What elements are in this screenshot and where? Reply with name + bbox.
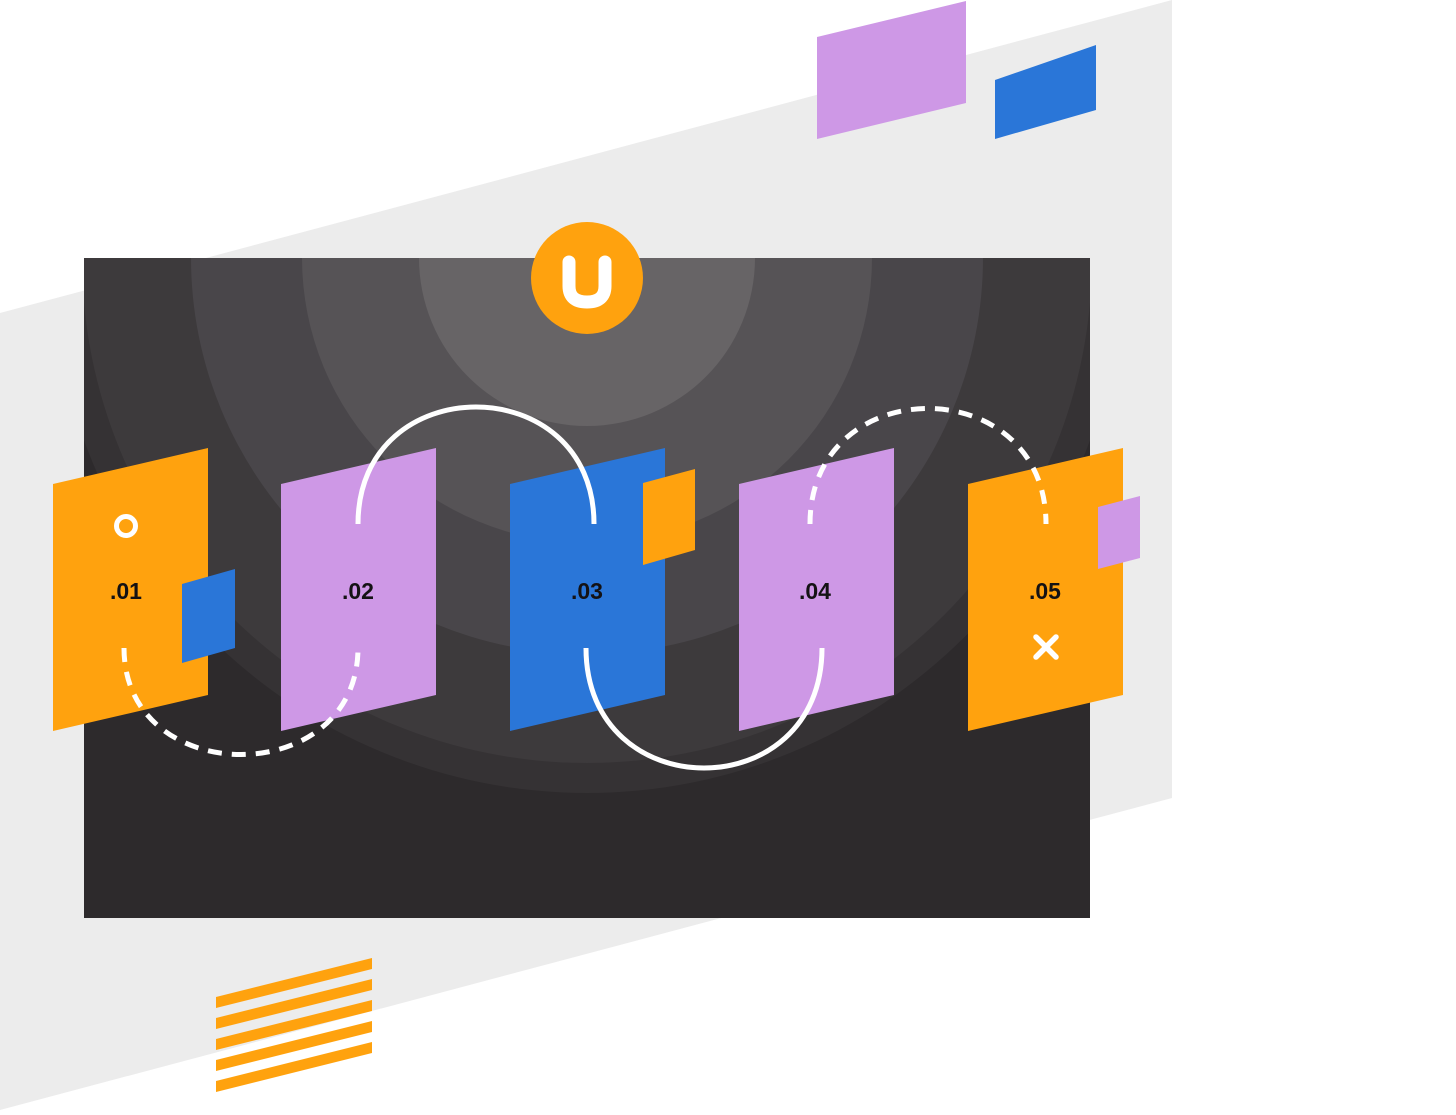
close-icon <box>1033 634 1059 660</box>
logo-badge: u <box>531 222 643 334</box>
accent-lavender-block <box>1098 496 1140 569</box>
step-card-05 <box>968 448 1123 731</box>
step-card-04 <box>739 448 894 731</box>
step-label-03: .03 <box>571 578 603 604</box>
step-label-02: .02 <box>342 578 374 604</box>
step-label-04: .04 <box>799 578 831 604</box>
step-card-01 <box>53 448 208 731</box>
connector-04-05 <box>807 406 1049 525</box>
accent-blue-block <box>182 569 235 663</box>
circle-icon <box>114 514 138 538</box>
connector-02-03 <box>355 404 597 525</box>
step-label-01: .01 <box>110 578 142 604</box>
decor-stripes <box>216 958 372 1092</box>
step-card-03 <box>510 448 665 731</box>
connector-01-02 <box>121 647 361 757</box>
connector-03-04 <box>583 647 825 771</box>
decor-lavender-block <box>817 1 966 139</box>
logo-u-glyph <box>562 255 612 309</box>
decor-blue-block <box>995 45 1096 139</box>
step-card-02 <box>281 448 436 731</box>
accent-orange-block <box>643 469 695 565</box>
step-label-05: .05 <box>1029 578 1061 604</box>
